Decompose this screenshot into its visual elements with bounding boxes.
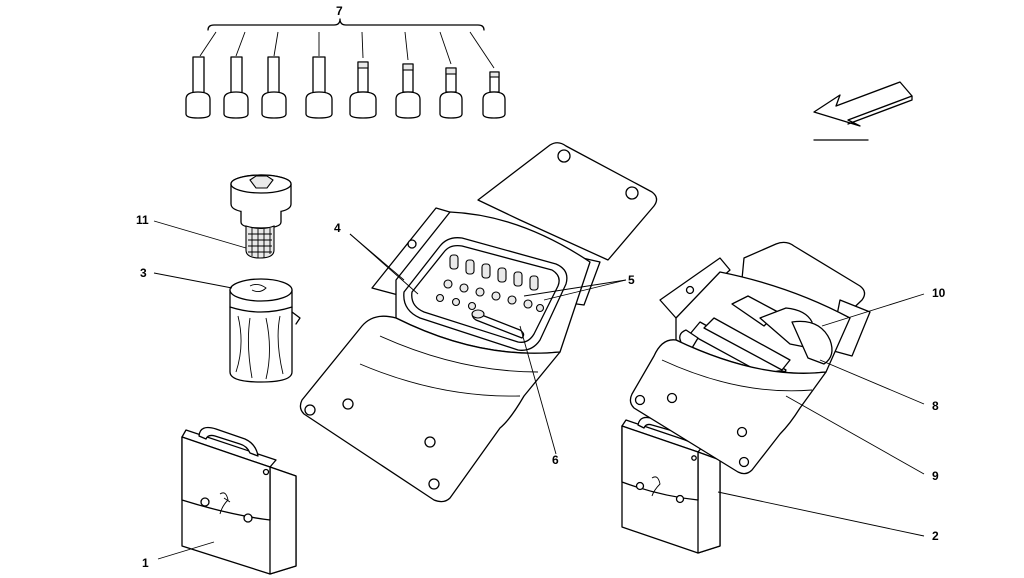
cylindrical-pouch xyxy=(229,278,301,383)
socket-bit xyxy=(349,31,377,119)
callout-labels: 1 2 3 4 5 6 7 8 9 10 11 xyxy=(136,4,946,570)
tool-pockets xyxy=(435,254,545,313)
callout-8: 8 xyxy=(932,399,939,413)
callout-5: 5 xyxy=(628,273,635,287)
socket-bit xyxy=(261,31,287,119)
callout-7: 7 xyxy=(336,4,343,18)
callout-10: 10 xyxy=(932,286,946,300)
socket-bit xyxy=(469,31,506,119)
callout-11: 11 xyxy=(136,213,149,227)
callout-2: 2 xyxy=(932,529,939,543)
socket-bit xyxy=(395,31,421,119)
direction-arrow xyxy=(813,81,913,141)
socket-bit xyxy=(305,32,333,119)
callout-4: 4 xyxy=(334,221,341,235)
tool-roll-with-tools xyxy=(629,241,871,475)
tool-case-large xyxy=(181,426,297,575)
socket-bit-set xyxy=(185,18,506,119)
wheel-bolt-socket xyxy=(230,174,292,259)
socket-bit xyxy=(439,31,463,119)
socket-bit xyxy=(185,31,217,119)
callout-9: 9 xyxy=(932,469,939,483)
tool-case-small xyxy=(621,416,721,554)
socket-bit xyxy=(223,31,249,119)
leader-lines xyxy=(153,220,925,560)
tool-roll-open xyxy=(299,142,658,503)
callout-6: 6 xyxy=(552,453,559,467)
callout-3: 3 xyxy=(140,266,147,280)
callout-1: 1 xyxy=(142,556,149,570)
